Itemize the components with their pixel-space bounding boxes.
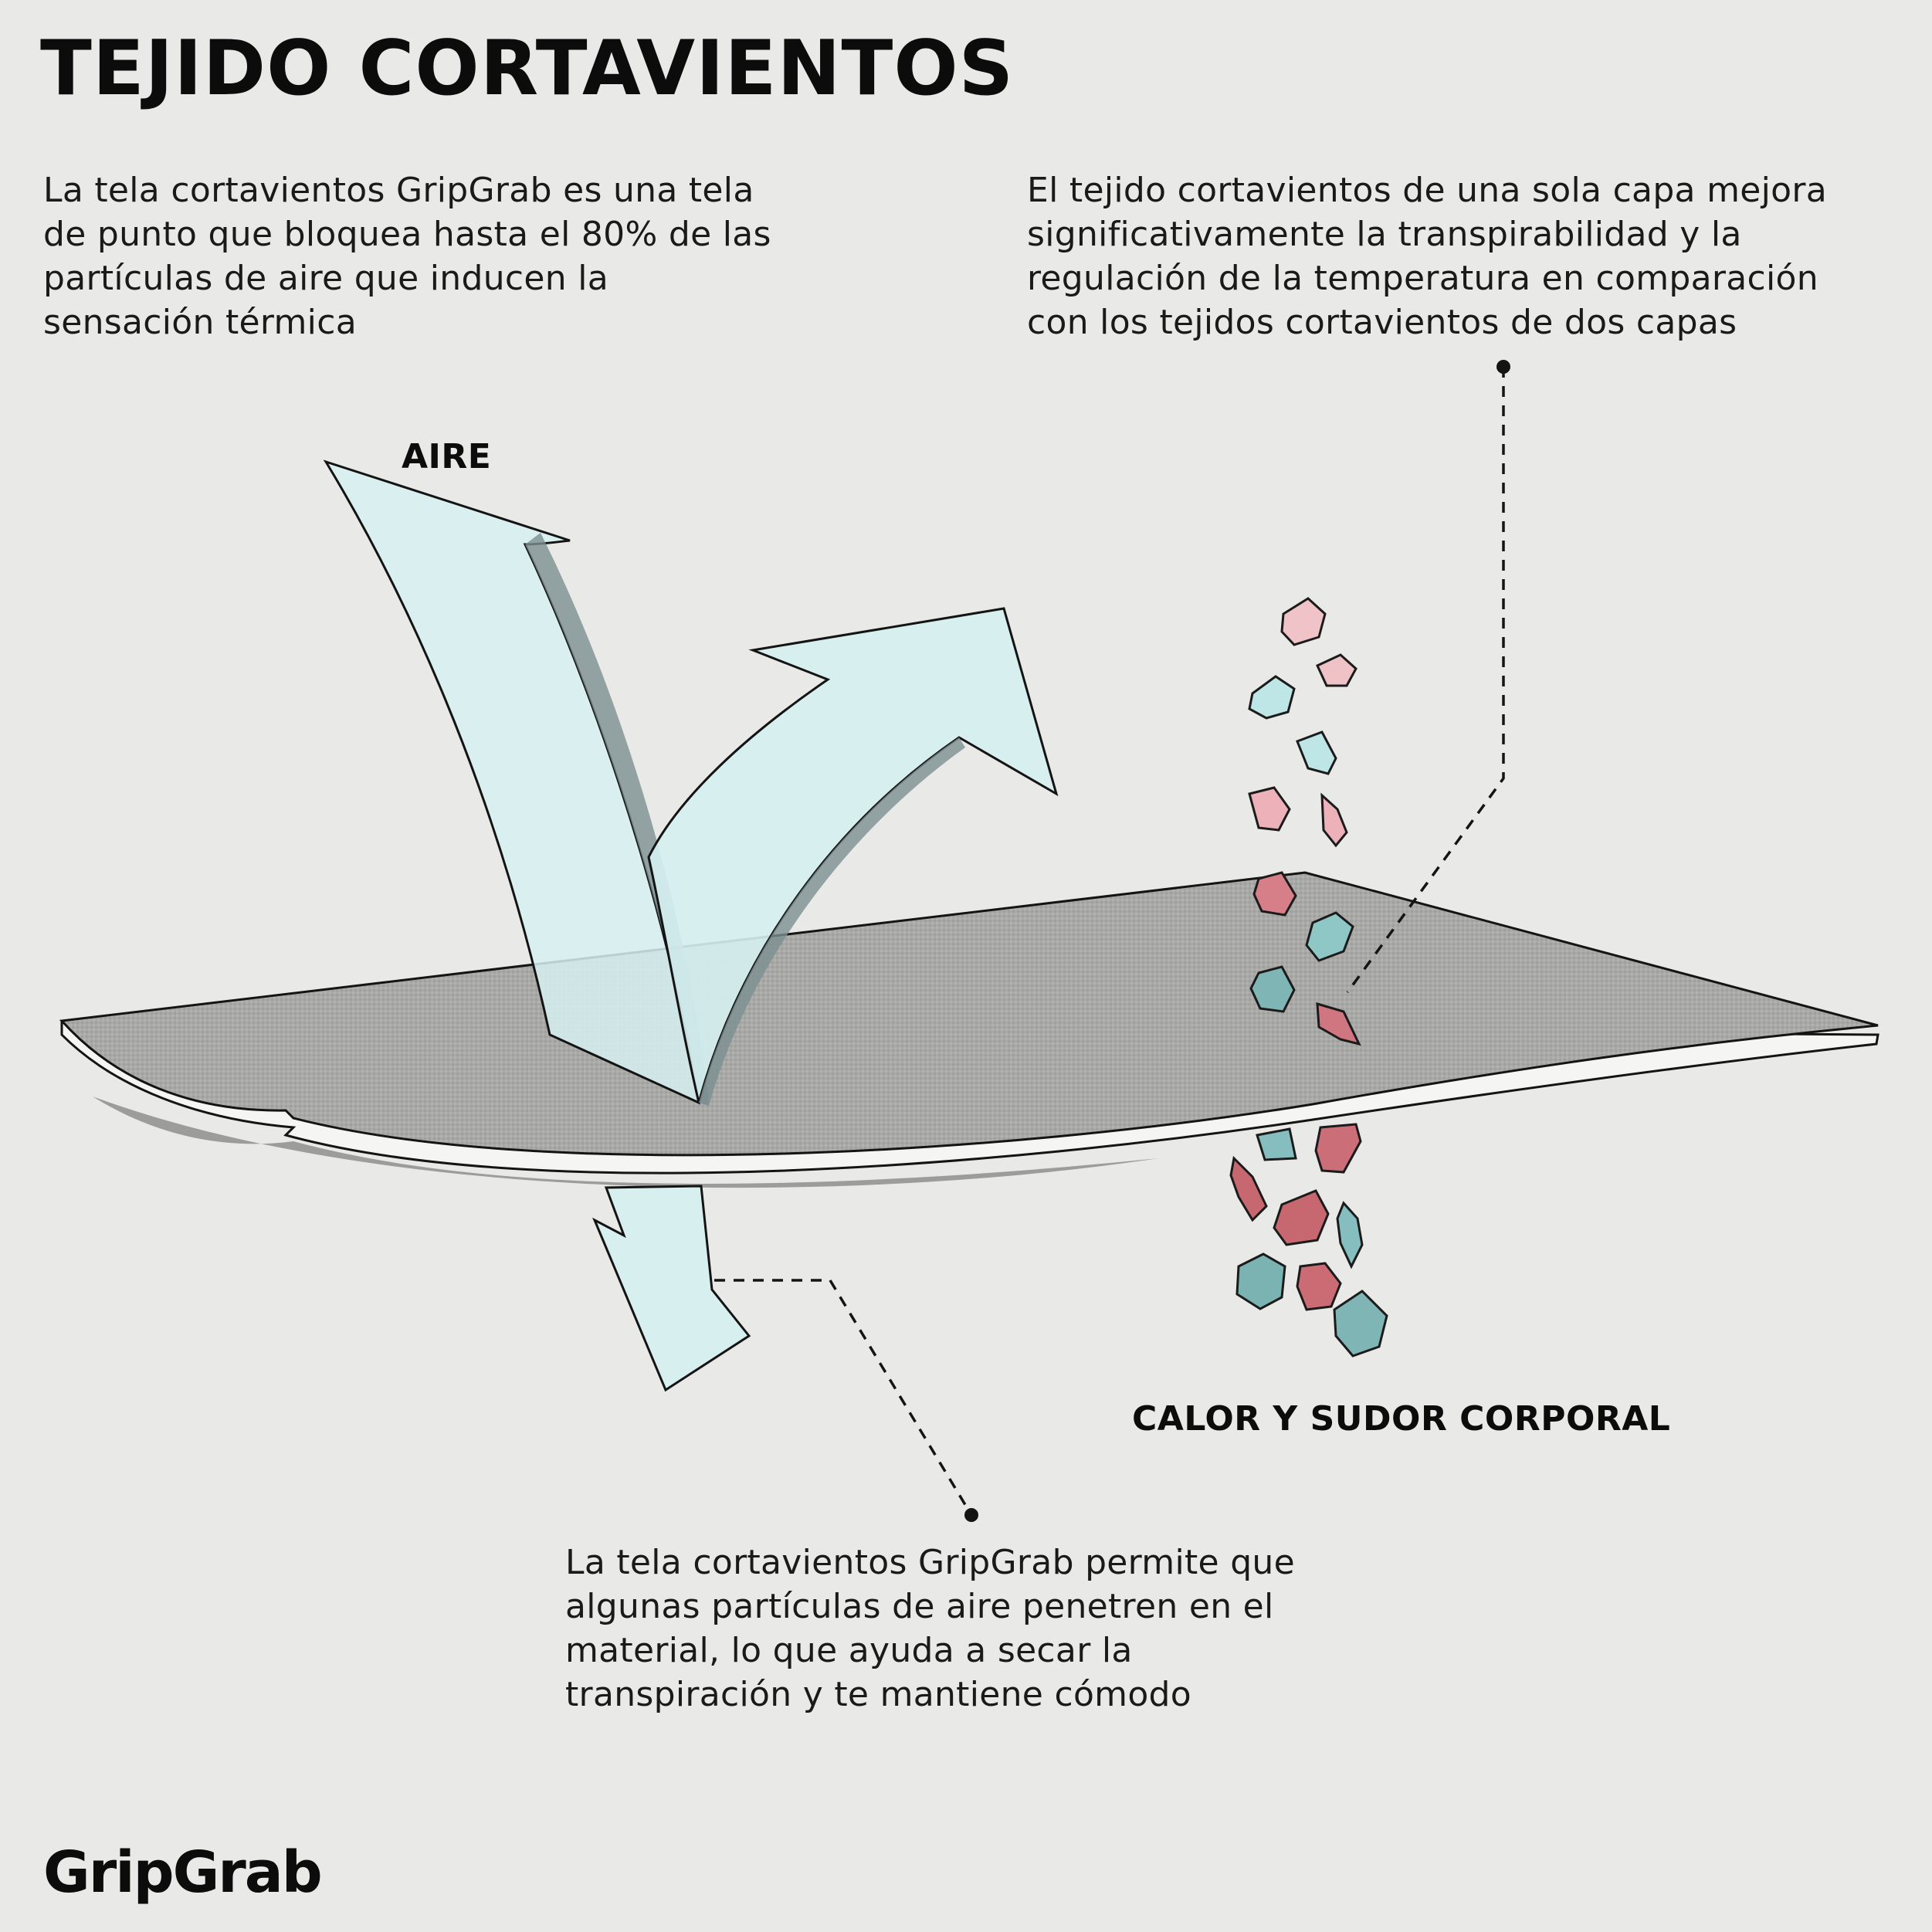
- left-description-line: La tela cortavientos GripGrab es una tel…: [43, 171, 754, 210]
- particle: [1248, 786, 1291, 832]
- particle: [1235, 1252, 1286, 1310]
- particle: [1256, 1127, 1297, 1161]
- bottom-description-line: transpiración y te mantiene cómodo: [565, 1675, 1192, 1714]
- particle: [1296, 730, 1337, 775]
- particle: [1280, 597, 1327, 646]
- callout-leader-right: [1346, 360, 1510, 994]
- particle: [1305, 911, 1354, 962]
- right-description-line: significativamente la transpirabilidad y…: [1027, 215, 1742, 254]
- particle: [1296, 1262, 1342, 1311]
- right-description-line: regulación de la temperatura en comparac…: [1027, 259, 1818, 298]
- left-description: La tela cortavientos GripGrab es una tel…: [43, 168, 771, 344]
- bottom-description: La tela cortavientos GripGrab permite qu…: [565, 1541, 1295, 1717]
- particle: [1252, 871, 1297, 917]
- air-label: AIRE: [402, 437, 492, 476]
- particle: [1229, 1155, 1268, 1222]
- particle: [1249, 965, 1296, 1013]
- brand-logo: GripGrab: [43, 1839, 323, 1906]
- particle: [1273, 1189, 1330, 1246]
- bottom-description-line: material, lo que ayuda a secar la: [565, 1631, 1133, 1670]
- right-description-line: con los tejidos cortavientos de dos capa…: [1027, 303, 1737, 342]
- heat-sweat-label: CALOR Y SUDOR CORPORAL: [1132, 1399, 1671, 1439]
- particle: [1314, 1123, 1362, 1174]
- bottom-description-line: algunas partículas de aire penetren en e…: [565, 1587, 1274, 1626]
- bottom-description-line: La tela cortavientos GripGrab permite qu…: [565, 1543, 1295, 1582]
- fabric-sheet-top: [59, 871, 1879, 1157]
- particle: [1320, 792, 1348, 848]
- right-description-line: El tejido cortavientos de una sola capa …: [1027, 171, 1828, 210]
- page-title: TEJIDO CORTAVIENTOS: [40, 25, 1015, 113]
- particle: [1333, 1290, 1388, 1357]
- left-description-line: partículas de aire que inducen la: [43, 259, 609, 298]
- callout-leader-bottom: [714, 1279, 978, 1522]
- particle: [1316, 653, 1357, 687]
- penetrating-air-arrow: [592, 1185, 751, 1392]
- particle: [1336, 1201, 1364, 1269]
- heat-sweat-particles: [1229, 597, 1388, 1357]
- left-description-line: de punto que bloquea hasta el 80% de las: [43, 215, 771, 254]
- right-description: El tejido cortavientos de una sola capa …: [1027, 168, 1827, 344]
- left-description-line: sensación térmica: [43, 303, 357, 342]
- particle: [1248, 675, 1296, 720]
- particle: [1316, 1002, 1361, 1046]
